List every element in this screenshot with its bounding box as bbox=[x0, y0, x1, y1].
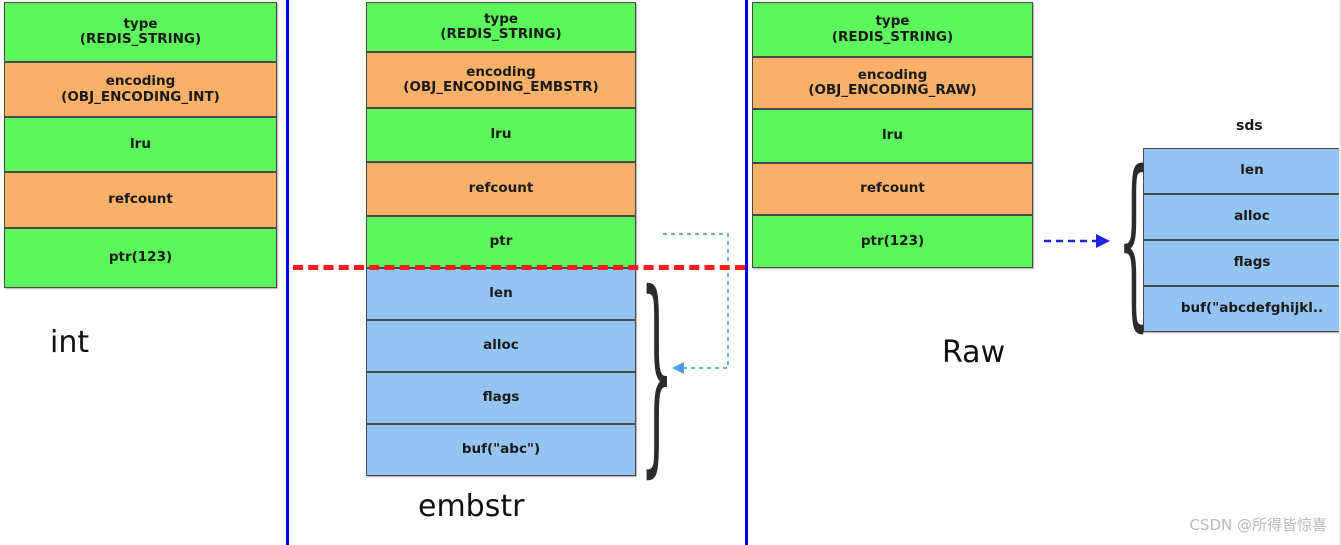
sds-field-row-buf: buf("abc") bbox=[366, 424, 636, 476]
column-caption-int: int bbox=[50, 325, 90, 360]
field-label: ptr bbox=[489, 233, 513, 250]
field-row-type: type (REDIS_STRING) bbox=[366, 2, 636, 52]
vertical-blue-divider-2 bbox=[745, 0, 748, 545]
field-label: refcount bbox=[468, 180, 534, 197]
sds-row-buf: buf("abcdefghijkl.. bbox=[1143, 286, 1341, 332]
field-label: lru bbox=[130, 135, 151, 152]
red-dashed-separator bbox=[293, 265, 745, 270]
column-caption-embstr: embstr bbox=[418, 489, 525, 524]
field-label: type bbox=[875, 13, 910, 30]
field-label: buf("abcdefghijkl.. bbox=[1180, 300, 1324, 317]
field-label: alloc bbox=[1234, 208, 1270, 225]
field-label: len bbox=[1240, 162, 1264, 179]
field-row-refcount: refcount bbox=[752, 163, 1033, 215]
field-label: lru bbox=[490, 126, 512, 143]
field-row-lru: lru bbox=[4, 117, 277, 172]
field-sublabel: (REDIS_STRING) bbox=[831, 28, 954, 45]
sds-block: len alloc flags buf("abcdefghijkl.. bbox=[1143, 148, 1341, 332]
field-row-encoding: encoding (OBJ_ENCODING_INT) bbox=[4, 62, 277, 117]
column-caption-raw: Raw bbox=[942, 335, 1006, 370]
field-label: flags bbox=[482, 389, 520, 406]
csdn-watermark: CSDN @所得皆惊喜 bbox=[1189, 516, 1327, 534]
field-row-ptr: ptr(123) bbox=[4, 228, 277, 288]
sds-title: sds bbox=[1236, 118, 1263, 134]
vertical-blue-divider-1 bbox=[286, 0, 289, 545]
field-label: type bbox=[483, 10, 519, 27]
page-right-edge bbox=[1339, 0, 1341, 545]
sds-field-row-alloc: alloc bbox=[366, 320, 636, 372]
field-label: flags bbox=[1233, 254, 1271, 271]
field-row-ptr: ptr(123) bbox=[752, 215, 1033, 268]
object-column-embstr: type (REDIS_STRING) encoding (OBJ_ENCODI… bbox=[366, 2, 636, 476]
field-label: alloc bbox=[483, 337, 519, 354]
field-label: encoding bbox=[105, 73, 176, 90]
field-label: type bbox=[123, 15, 158, 32]
field-label: encoding bbox=[857, 66, 928, 83]
field-row-lru: lru bbox=[752, 109, 1033, 163]
field-label: lru bbox=[882, 127, 903, 144]
field-row-encoding: encoding (OBJ_ENCODING_RAW) bbox=[752, 57, 1033, 109]
field-label: len bbox=[489, 285, 513, 302]
field-row-encoding: encoding (OBJ_ENCODING_EMBSTR) bbox=[366, 52, 636, 108]
sds-row-flags: flags bbox=[1143, 240, 1341, 286]
field-row-type: type (REDIS_STRING) bbox=[4, 2, 277, 62]
field-label: ptr(123) bbox=[108, 249, 173, 266]
field-row-ptr: ptr bbox=[366, 216, 636, 268]
field-label: refcount bbox=[860, 180, 925, 197]
field-label: ptr(123) bbox=[860, 232, 925, 249]
field-sublabel: (OBJ_ENCODING_RAW) bbox=[808, 82, 977, 98]
field-row-refcount: refcount bbox=[4, 172, 277, 228]
field-sublabel: (REDIS_STRING) bbox=[79, 31, 202, 47]
field-sublabel: (OBJ_ENCODING_EMBSTR) bbox=[403, 79, 599, 95]
field-label: buf("abc") bbox=[461, 441, 541, 458]
field-sublabel: (OBJ_ENCODING_INT) bbox=[61, 88, 220, 105]
sds-group-brace: { bbox=[1118, 130, 1150, 349]
object-column-raw: type (REDIS_STRING) encoding (OBJ_ENCODI… bbox=[752, 2, 1033, 268]
sds-field-row-len: len bbox=[366, 268, 636, 320]
field-sublabel: (REDIS_STRING) bbox=[440, 26, 562, 42]
sds-row-alloc: alloc bbox=[1143, 194, 1341, 240]
raw-ptr-to-sds-arrow bbox=[1044, 234, 1110, 248]
sds-field-row-flags: flags bbox=[366, 372, 636, 424]
embstr-sds-group-brace: } bbox=[640, 245, 674, 498]
field-label: refcount bbox=[108, 191, 173, 208]
field-row-type: type (REDIS_STRING) bbox=[752, 2, 1033, 57]
field-label: encoding bbox=[466, 63, 536, 80]
object-column-int: type (REDIS_STRING) encoding (OBJ_ENCODI… bbox=[4, 2, 277, 288]
field-row-lru: lru bbox=[366, 108, 636, 162]
sds-row-len: len bbox=[1143, 148, 1341, 194]
field-row-refcount: refcount bbox=[366, 162, 636, 216]
